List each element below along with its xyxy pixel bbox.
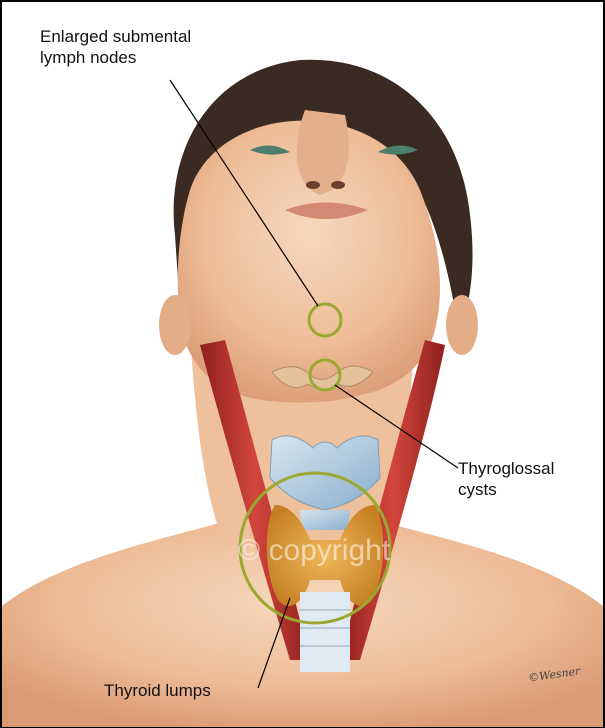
copyright-watermark: © copyright bbox=[238, 534, 390, 568]
cricoid-cartilage bbox=[300, 510, 350, 530]
left-nostril bbox=[306, 181, 320, 189]
trachea bbox=[300, 592, 350, 672]
right-nostril bbox=[331, 181, 345, 189]
submental-label-line-2: lymph nodes bbox=[40, 47, 191, 68]
right-ear bbox=[446, 295, 478, 355]
submental-label-line-1: Enlarged submental bbox=[40, 26, 191, 47]
thyroglossal-cysts-label: Thyroglossal cysts bbox=[458, 458, 554, 500]
thyroid-lumps-label: Thyroid lumps bbox=[104, 680, 211, 701]
thyroglossal-label-line-1: Thyroglossal bbox=[458, 458, 554, 479]
submental-lymph-nodes-label: Enlarged submental lymph nodes bbox=[40, 26, 191, 68]
left-ear bbox=[159, 295, 191, 355]
thyroglossal-label-line-2: cysts bbox=[458, 479, 554, 500]
